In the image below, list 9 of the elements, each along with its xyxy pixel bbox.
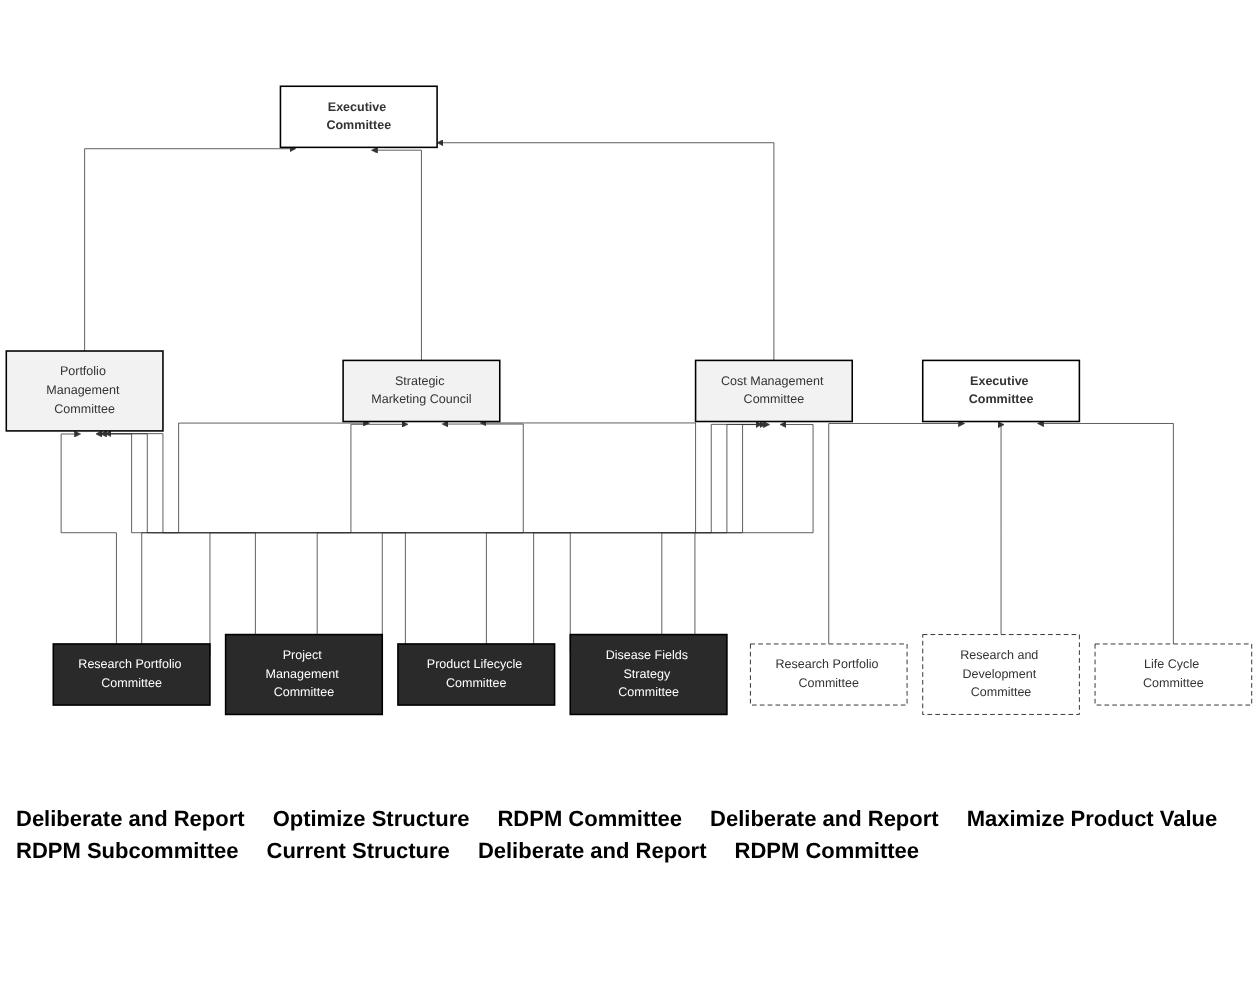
note-text: RDPM Committee (497, 808, 683, 832)
note-text: Deliberate and Report (710, 808, 939, 832)
note-text: Maximize Product Value (966, 808, 1218, 832)
note-text: RDPM Subcommittee (16, 840, 239, 864)
note-text: Current Structure (266, 840, 450, 864)
note-text: Deliberate and Report (16, 808, 245, 832)
note-text: Optimize Structure (272, 808, 470, 832)
note-text: Deliberate and Report (477, 840, 707, 864)
note-text: RDPM Committee (734, 840, 920, 864)
